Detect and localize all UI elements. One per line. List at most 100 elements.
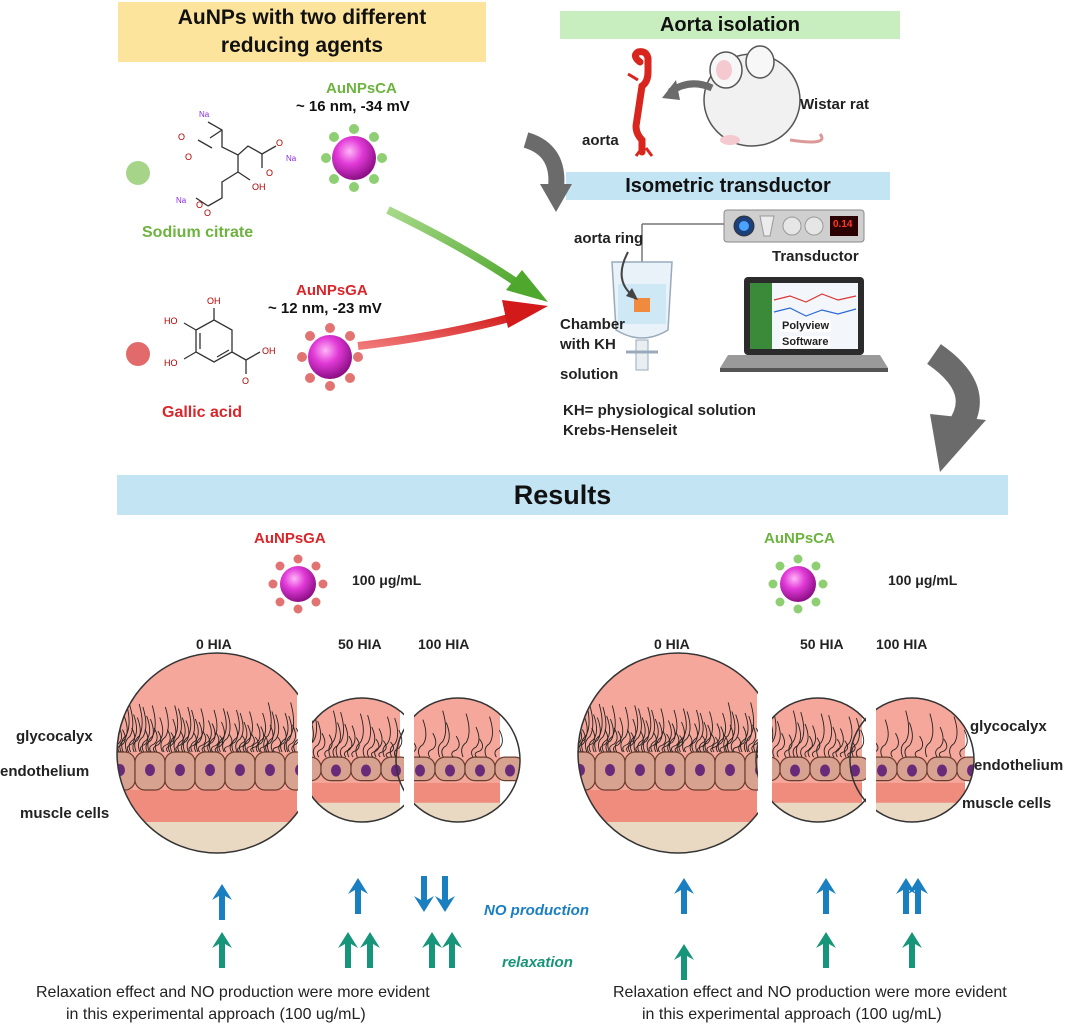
relax-up-right-0	[674, 944, 694, 980]
citrate-dot	[126, 161, 150, 185]
na-label-1: Na	[199, 110, 210, 119]
arrow-gallic-head	[502, 300, 548, 328]
gallic-name: Gallic acid	[162, 404, 243, 421]
hia-left-100: 100 HIA	[418, 636, 470, 652]
hia-left-0: 0 HIA	[196, 636, 232, 652]
gallic-dot	[126, 342, 150, 366]
no-up-left-0	[212, 884, 232, 920]
np-citrate	[321, 124, 387, 192]
np-citrate-name: AuNPsCA	[326, 80, 397, 97]
citrate-o-1: O	[178, 132, 186, 142]
kh-line2: Krebs-Henseleit	[563, 422, 678, 439]
aorta-label: aorta	[582, 132, 619, 149]
header-aorta: Aorta isolation	[659, 13, 800, 36]
gallic-oh-acid: OH	[262, 346, 276, 356]
no-down-left-100b	[435, 876, 455, 912]
tissue-right-0hia	[577, 652, 779, 854]
transductor-device	[723, 209, 865, 243]
na-label-3: Na	[176, 196, 187, 205]
laptop-illustration	[720, 277, 888, 372]
citrate-o-2: O	[185, 152, 193, 162]
hia-left-50: 50 HIA	[338, 636, 382, 652]
citrate-o-6: O	[204, 208, 212, 218]
results-right-np: AuNPsCA	[764, 530, 835, 547]
rat-illustration	[703, 45, 824, 147]
np-gallic-result	[268, 554, 328, 614]
arrow-to-transductor-head	[540, 184, 572, 212]
gallic-structure	[183, 308, 261, 374]
results-right-dose: 100 μg/mL	[888, 572, 958, 588]
results-left-dose: 100 μg/mL	[352, 572, 422, 588]
relax-up-left-50a	[338, 932, 358, 968]
arrow-rat-head	[662, 80, 680, 100]
gallic-ho-1: HO	[164, 316, 178, 326]
layer-left-muscle: muscle cells	[20, 805, 110, 822]
relax-up-right-100	[902, 932, 922, 968]
arrow-gallic	[357, 311, 522, 350]
layer-right-glycocalyx: glycocalyx	[970, 718, 1047, 735]
citrate-o-5: O	[196, 200, 204, 210]
hia-right-0: 0 HIA	[654, 636, 690, 652]
legend-relax: relaxation	[502, 954, 573, 971]
header-results: Results	[513, 479, 612, 510]
relax-up-left-100a	[422, 932, 442, 968]
rat-label: Wistar rat	[800, 96, 870, 113]
header-transductor-box	[566, 172, 890, 200]
relax-up-left-0	[212, 932, 232, 968]
arrow-to-results-head	[930, 414, 986, 472]
chamber-line2: with KH	[560, 336, 616, 353]
conclusion-right-2: in this experimental approach (100 ug/mL…	[642, 1006, 942, 1023]
ring-label: aorta ring	[574, 230, 644, 247]
relax-up-left-50b	[360, 932, 380, 968]
chamber-illustration	[611, 223, 724, 371]
software-line1: Polyview	[780, 320, 832, 332]
gallic-ho-2: HO	[164, 358, 178, 368]
chamber-line1: Chamber	[560, 316, 626, 333]
no-up-right-50	[816, 878, 836, 914]
aorta-illustration	[627, 48, 654, 157]
conclusion-left-2: in this experimental approach (100 ug/mL…	[66, 1006, 366, 1023]
no-up-right-0	[674, 878, 694, 914]
hia-right-50: 50 HIA	[800, 636, 844, 652]
software-line2: Software	[780, 336, 831, 348]
no-up-right-100b	[908, 878, 928, 914]
header-left-box	[118, 2, 486, 62]
relax-up-left-100b	[442, 932, 462, 968]
result-arrows	[212, 876, 928, 980]
tissue-left-0hia	[116, 652, 318, 854]
citrate-structure	[195, 121, 277, 207]
citrate-oh: OH	[252, 182, 266, 192]
conclusion-left-1: Relaxation effect and NO production were…	[36, 984, 430, 1001]
no-up-left-50	[348, 878, 368, 914]
arrow-citrate	[386, 206, 523, 289]
citrate-name: Sodium citrate	[142, 224, 254, 241]
gallic-o: O	[242, 376, 250, 386]
legend-no: NO production	[484, 902, 589, 919]
gallic-oh-top: OH	[207, 296, 221, 306]
header-transductor: Isometric transductor	[625, 174, 831, 197]
transductor-display: 0.14	[833, 219, 853, 230]
chamber-line3: solution	[560, 366, 619, 383]
results-left-np: AuNPsGA	[254, 530, 326, 547]
header-aorta-box	[560, 11, 900, 39]
transductor-label: Transductor	[772, 248, 859, 265]
np-citrate-props: ~ 16 nm, -34 mV	[296, 98, 410, 115]
relax-up-right-50	[816, 932, 836, 968]
na-label-2: Na	[286, 154, 297, 163]
arrow-to-transductor	[523, 132, 565, 189]
np-gallic-name: AuNPsGA	[296, 282, 368, 299]
conclusion-right-1: Relaxation effect and NO production were…	[613, 984, 1007, 1001]
header-left-line2: reducing agents	[220, 34, 384, 57]
arrow-citrate-head	[506, 270, 548, 302]
no-up-right-100a	[896, 878, 916, 914]
np-gallic	[297, 323, 363, 391]
citrate-o-4: O	[276, 138, 284, 148]
layer-left-glycocalyx: glycocalyx	[16, 728, 93, 745]
np-citrate-result	[768, 554, 828, 614]
layer-left-endothelium: endothelium	[0, 763, 90, 780]
tissue-group	[116, 630, 975, 860]
hia-right-100: 100 HIA	[876, 636, 928, 652]
header-results-box	[117, 475, 1008, 515]
